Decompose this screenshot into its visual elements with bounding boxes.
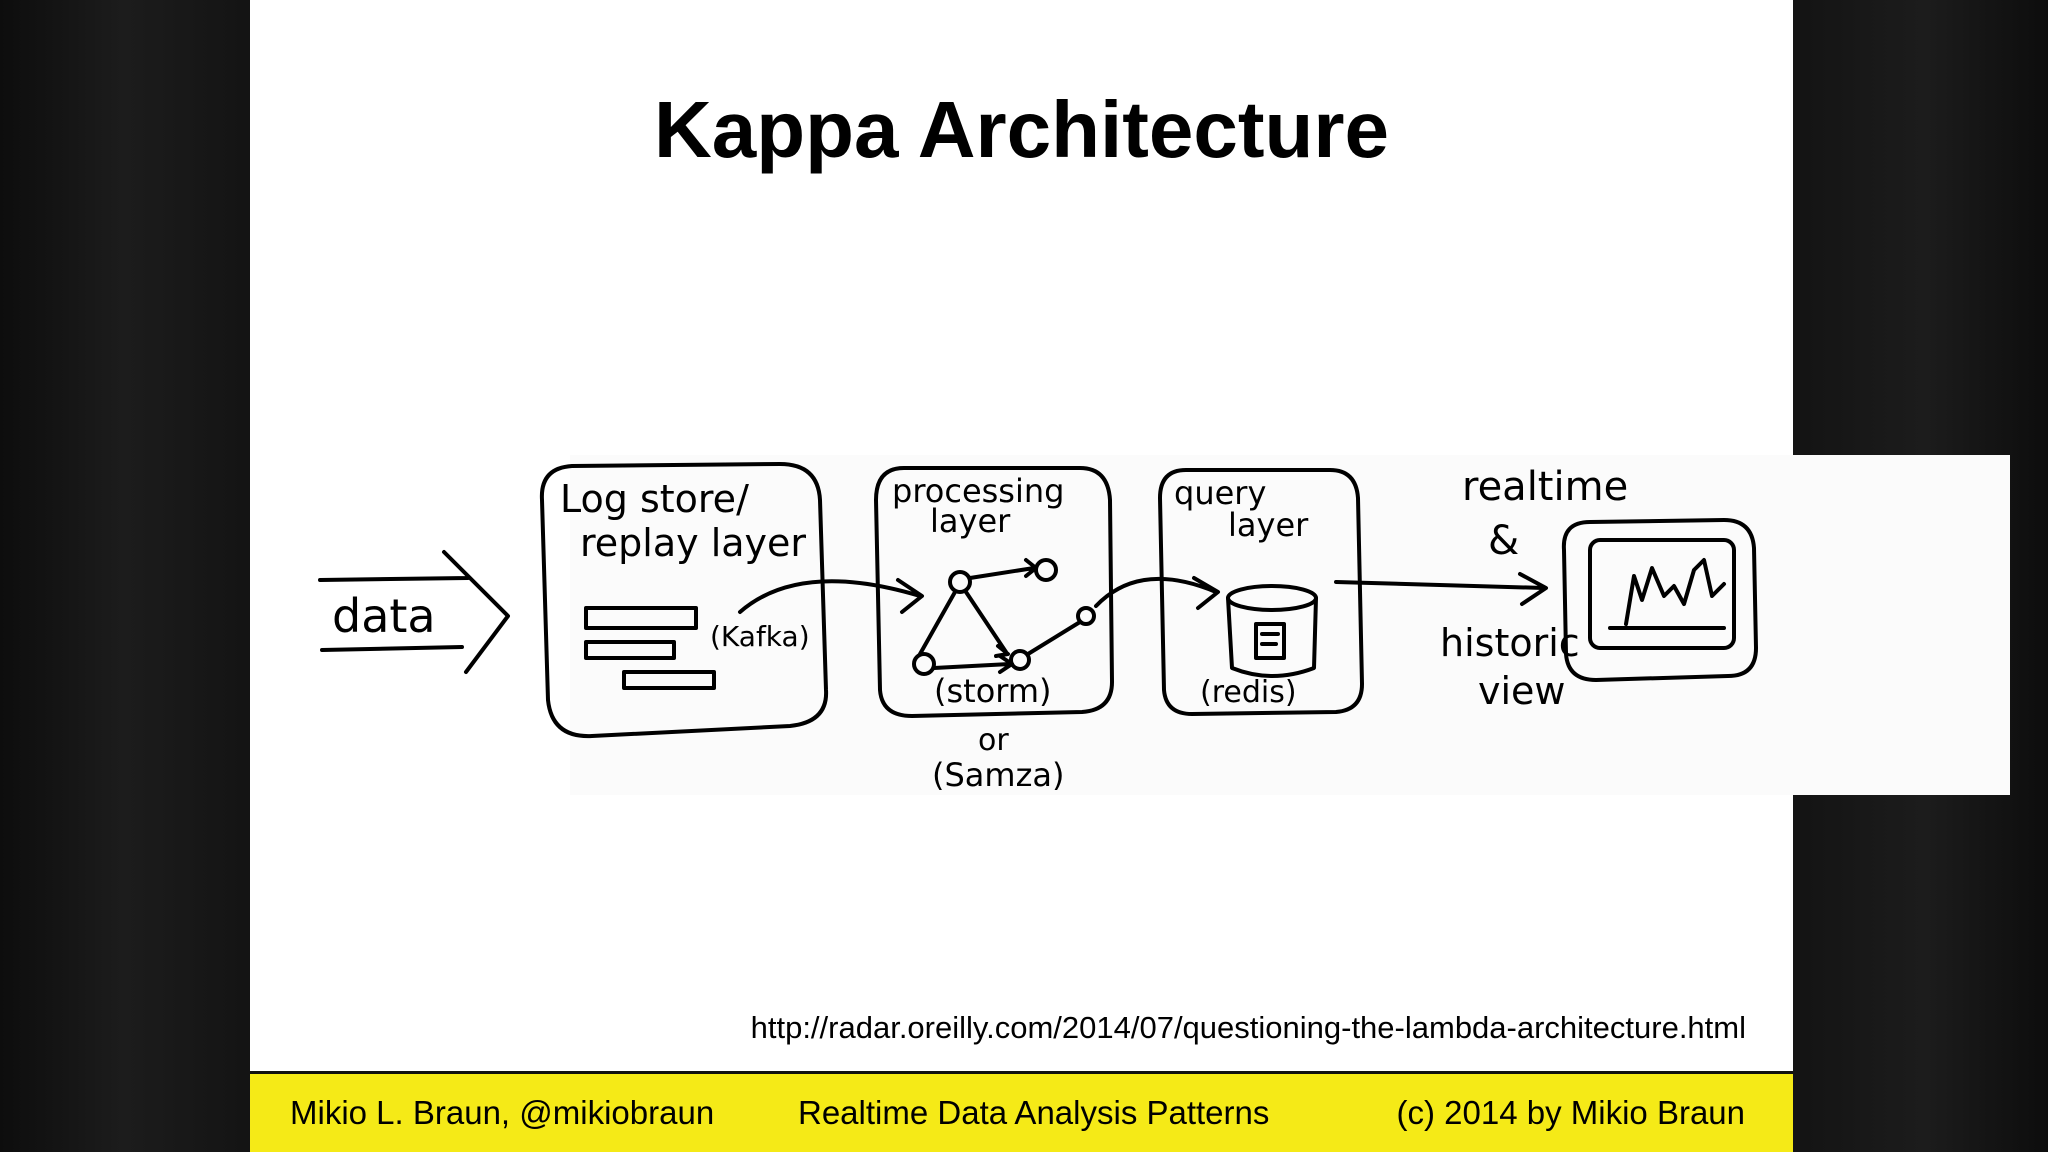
topology-graph xyxy=(912,558,1096,676)
output-label-line4: view xyxy=(1478,669,1566,713)
monitor-chart-line xyxy=(1624,558,1726,626)
topology-edge xyxy=(964,590,1010,658)
monitor-icon xyxy=(1561,518,1758,682)
reference-url: http://radar.oreilly.com/2014/07/questio… xyxy=(750,1010,1746,1045)
processing-alt-or: or xyxy=(978,723,1009,758)
slide: Kappa Architecture http://radar.oreilly.… xyxy=(250,0,2010,1152)
query-label-line2: layer xyxy=(1228,506,1309,544)
output-label-line3: historic xyxy=(1440,621,1580,665)
topology-edge xyxy=(968,558,1038,580)
topology-edge xyxy=(918,590,957,656)
log-entry-bar xyxy=(584,640,676,660)
output-label-line2: & xyxy=(1488,518,1519,564)
diagram-background xyxy=(570,455,2010,795)
processing-tech: (storm) xyxy=(934,672,1052,710)
output-label-line1: realtime xyxy=(1462,464,1628,510)
log-store-tech: (Kafka) xyxy=(710,620,810,653)
processing-box xyxy=(874,466,1114,718)
data-input-label: data xyxy=(332,589,436,643)
log-entry-bar xyxy=(584,606,698,630)
monitor-screen xyxy=(1588,538,1736,650)
processing-label-line2: layer xyxy=(930,502,1011,540)
footer-talk-title: Realtime Data Analysis Patterns xyxy=(798,1094,1270,1131)
topology-node xyxy=(1076,606,1096,626)
arrow-processing-to-query xyxy=(1094,576,1220,610)
processing-label-line1: processing xyxy=(892,472,1064,510)
footer-bar: Mikio L. Braun, @mikiobraun Realtime Dat… xyxy=(250,1071,1793,1152)
monitor-outer xyxy=(1561,518,1758,682)
log-store-label-line1: Log store/ xyxy=(560,477,749,521)
log-store-label-line2: replay layer xyxy=(580,521,806,565)
query-layer: query layer (redis) xyxy=(1158,468,1364,716)
processing-layer: processing layer (storm) or (Samza) xyxy=(874,466,1114,794)
arrow-query-to-view xyxy=(1334,572,1548,606)
log-store-layer: Log store/ replay layer (Kafka) xyxy=(539,462,829,739)
footer-copyright: (c) 2014 by Mikio Braun xyxy=(1396,1094,1745,1131)
output-labels: realtime & historic view xyxy=(1440,464,1628,713)
database-icon xyxy=(1226,584,1318,678)
topology-edge xyxy=(1026,620,1082,656)
data-input-arrow xyxy=(318,550,510,674)
slide-title: Kappa Architecture xyxy=(654,85,1389,174)
arrow-log-to-processing xyxy=(738,578,924,614)
footer-author: Mikio L. Braun, @mikiobraun xyxy=(290,1094,715,1131)
topology-node xyxy=(948,570,972,594)
query-tech: (redis) xyxy=(1200,675,1297,710)
log-store-box xyxy=(539,462,829,739)
query-box xyxy=(1158,468,1364,716)
processing-alt-tech: (Samza) xyxy=(932,756,1064,794)
topology-node xyxy=(1034,558,1058,582)
data-input: data xyxy=(318,550,510,674)
query-label-line1: query xyxy=(1174,474,1266,512)
log-entry-bar xyxy=(622,670,716,690)
topology-edge xyxy=(932,654,1014,674)
topology-node xyxy=(912,652,936,676)
topology-node xyxy=(1009,649,1031,671)
